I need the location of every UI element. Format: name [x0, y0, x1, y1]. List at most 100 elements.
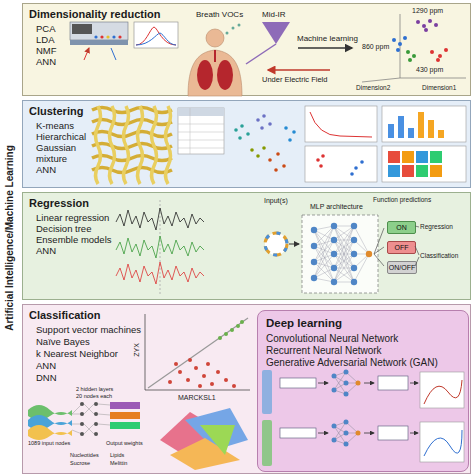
cluster-scatter: [256, 118, 260, 122]
method-item: ANN: [36, 164, 92, 175]
annotation: 20 nodes each: [76, 393, 112, 399]
design-pipeline: [332, 424, 337, 429]
method-item: Gaussian mixture: [36, 142, 92, 164]
woven-mesh: [92, 108, 172, 113]
scatter-3d: [438, 54, 442, 58]
cluster-insets: [416, 151, 428, 163]
cluster-insets: [430, 165, 442, 177]
mlp-network: [374, 254, 384, 266]
design-pipeline: [318, 383, 328, 384]
mlp-network: [311, 243, 317, 249]
scatter-3d: [412, 54, 416, 58]
method-item: Support vector machines: [36, 324, 141, 336]
cluster-insets: [402, 151, 414, 163]
scatter-3d: [422, 24, 426, 28]
woven-mesh: [152, 106, 157, 184]
method-item: ANN: [36, 360, 56, 372]
annotation: Machine learning: [297, 34, 358, 43]
cluster-insets: [416, 165, 428, 177]
cluster-insets: [438, 130, 444, 138]
woven-mesh: [92, 156, 172, 161]
gene-scatter: [186, 378, 190, 382]
sensor-device: [112, 35, 115, 38]
cluster-insets: [354, 166, 358, 170]
cluster-scatter: [268, 122, 272, 126]
gene-scatter: [236, 324, 240, 328]
mlp-network: [351, 279, 357, 285]
design-pipeline: [332, 438, 337, 443]
gene-scatter: [168, 380, 172, 384]
cluster-scatter: [274, 168, 278, 172]
design-pipeline: [410, 383, 418, 384]
mlp-network: [314, 226, 369, 282]
cluster-scatter: [238, 136, 242, 140]
woven-mesh: [92, 168, 172, 173]
cluster-insets: [305, 106, 377, 142]
cluster-insets: [321, 154, 325, 158]
design-pipeline: [378, 376, 408, 390]
annotation: Output weights: [106, 440, 143, 446]
design-pipeline: [344, 392, 349, 397]
input-surfaces: [80, 432, 84, 436]
design-pipeline: [344, 431, 349, 436]
gene-scatter: [218, 336, 222, 340]
spectrum-plot: [134, 22, 178, 48]
input-surfaces: [110, 412, 140, 419]
mlp-network: [302, 215, 378, 293]
cluster-scatter: [262, 146, 266, 150]
mlp-network: [331, 237, 337, 243]
method-item: ANN: [36, 245, 56, 256]
gene-scatter: [188, 358, 192, 362]
cluster-scatter: [276, 152, 280, 156]
method-item: Linear regression: [36, 212, 109, 223]
input-surfaces: [110, 402, 140, 409]
panel-heading: Classification: [29, 308, 101, 322]
axis-label: Dimension1: [422, 84, 456, 91]
input-surfaces: [28, 402, 140, 440]
human-torso: [188, 50, 242, 96]
sensor-device: [84, 48, 89, 60]
input-surfaces: [110, 422, 140, 429]
cluster-insets: [360, 160, 364, 164]
input-surfaces: [94, 402, 98, 406]
gene-scatter: [224, 332, 228, 336]
mid-ir-source: [268, 69, 330, 71]
design-pipeline: [364, 383, 374, 384]
design-pipeline: [262, 420, 272, 466]
mlp-network: [265, 233, 287, 255]
mlp-network: [415, 226, 419, 227]
state-label: ON/OFF: [389, 264, 415, 271]
axis-label: ZYX: [133, 343, 141, 357]
gene-scatter: [240, 320, 244, 324]
mlp-network: [331, 223, 337, 229]
sensor-device: [118, 35, 121, 38]
method-item: ANN: [36, 56, 56, 67]
sensor-device: [72, 24, 92, 34]
cluster-insets: [350, 172, 354, 176]
cluster-scatter: [246, 132, 250, 136]
mlp-network: [311, 227, 317, 233]
cluster-insets: [316, 158, 320, 162]
cluster-label: 430 ppm: [416, 66, 443, 74]
axis-label: MARCKSL1: [178, 394, 216, 402]
design-pipeline: [332, 374, 337, 379]
cluster-scatter: [268, 158, 272, 162]
design-pipeline: [334, 422, 358, 444]
human-torso: [214, 50, 216, 62]
sensor-device: [70, 22, 128, 60]
scatter-3d: [406, 50, 410, 54]
gene-scatter: [216, 370, 220, 374]
design-pipeline: [262, 370, 272, 414]
spectrum-plot: [134, 22, 178, 48]
scatter-3d: [430, 50, 434, 54]
cluster-insets: [388, 151, 400, 163]
cluster-insets: [430, 151, 442, 163]
panel-heading: Dimensionality reduction: [29, 7, 160, 21]
mlp-network: [311, 275, 317, 281]
sensor-device: [111, 48, 116, 60]
decision-regions: [170, 438, 240, 470]
sensor-device: [70, 22, 128, 40]
gene-scatter: [202, 374, 206, 378]
cluster-scatter: [288, 138, 292, 142]
annotation: Breath VOCs: [196, 10, 243, 19]
